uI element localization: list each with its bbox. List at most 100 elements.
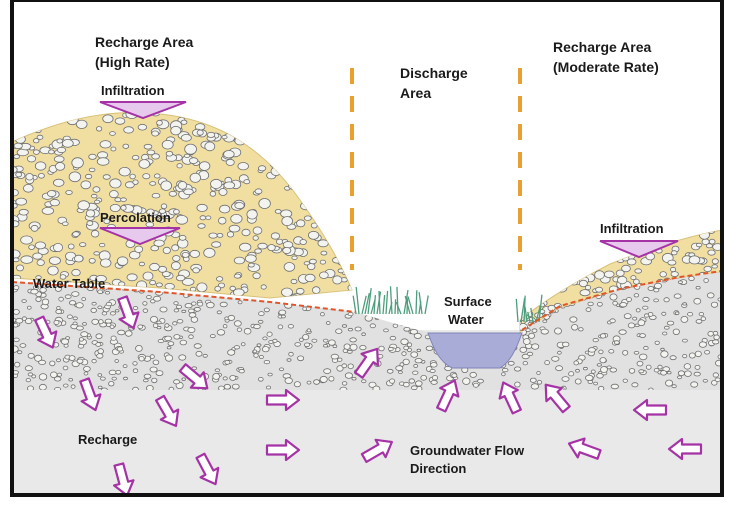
pebble (74, 255, 83, 262)
pebble (663, 332, 667, 335)
grass-blade (416, 290, 417, 314)
pebble (16, 198, 27, 205)
pebble (704, 266, 712, 271)
pebble (14, 143, 22, 149)
pebble (133, 307, 138, 310)
pebble (673, 329, 679, 335)
pebble (22, 300, 27, 303)
pebble (168, 342, 174, 346)
pebble (303, 334, 309, 339)
pebble (189, 309, 195, 313)
pebble (79, 338, 83, 342)
pebble (281, 315, 285, 318)
pebble (198, 224, 205, 229)
pebble (258, 166, 265, 171)
pebble (502, 373, 506, 376)
pebble (99, 320, 104, 324)
pebble (348, 364, 353, 369)
pebble (98, 386, 102, 389)
pebble (174, 209, 180, 214)
pebble (166, 151, 173, 156)
pebble (618, 276, 627, 283)
pebble (390, 379, 395, 383)
label-infiltration-left: Infiltration (101, 83, 165, 98)
pebble (150, 263, 160, 270)
pebble (556, 366, 563, 371)
pebble (398, 371, 402, 374)
pebble (694, 372, 700, 376)
pebble (431, 380, 437, 384)
pebble (112, 377, 116, 380)
pebble (218, 217, 226, 224)
pebble (231, 214, 242, 223)
pebble (416, 381, 423, 386)
pebble (688, 312, 693, 316)
pebble (244, 328, 251, 334)
pebble (312, 339, 317, 342)
pebble (275, 209, 281, 213)
pebble (253, 273, 260, 279)
pebble (16, 318, 23, 323)
pebble (135, 246, 143, 253)
pebble (15, 362, 20, 367)
pebble (209, 233, 217, 238)
pebble (696, 286, 700, 289)
pebble (637, 361, 643, 366)
pebble (139, 262, 144, 266)
pebble (411, 386, 417, 390)
pebble (257, 344, 261, 347)
pebble (562, 377, 569, 382)
pebble (537, 380, 541, 384)
pebble (138, 325, 143, 329)
pebble (329, 340, 336, 345)
pebble (100, 243, 105, 246)
pebble (197, 283, 207, 292)
pebble (255, 189, 262, 194)
pebble (190, 287, 196, 291)
pebble (57, 373, 61, 376)
pebble (623, 379, 627, 382)
pebble (154, 296, 161, 301)
pebble (646, 365, 651, 369)
pebble (153, 324, 158, 328)
pebble (110, 191, 119, 198)
pebble (238, 163, 249, 170)
pebble (173, 256, 180, 262)
pebble (478, 379, 484, 383)
pebble (664, 326, 669, 329)
pebble (42, 299, 49, 305)
pebble (639, 354, 647, 360)
pebble (360, 345, 366, 349)
pebble (165, 283, 175, 289)
pebble (430, 369, 435, 372)
pebble (249, 263, 255, 267)
pebble (26, 378, 30, 381)
pebble (224, 384, 230, 389)
pebble (188, 327, 195, 332)
pebble (211, 179, 222, 188)
pebble (541, 329, 548, 334)
pebble (691, 382, 698, 387)
pebble (220, 302, 227, 307)
pebble (84, 366, 91, 371)
pebble (661, 348, 665, 351)
pebble (185, 304, 192, 308)
pebble (180, 340, 187, 345)
pebble (65, 295, 71, 299)
pebble (264, 360, 270, 363)
pebble (421, 375, 427, 380)
pebble (514, 367, 520, 371)
pebble (222, 135, 227, 138)
pebble (147, 296, 152, 299)
pebble (123, 144, 129, 148)
pebble (629, 369, 635, 374)
pebble (234, 321, 241, 327)
pebble (384, 329, 389, 332)
pebble (72, 269, 81, 276)
pebble (694, 298, 701, 304)
pebble (321, 251, 327, 255)
pebble (579, 280, 587, 287)
pebble (575, 379, 581, 384)
pebble (635, 269, 642, 273)
